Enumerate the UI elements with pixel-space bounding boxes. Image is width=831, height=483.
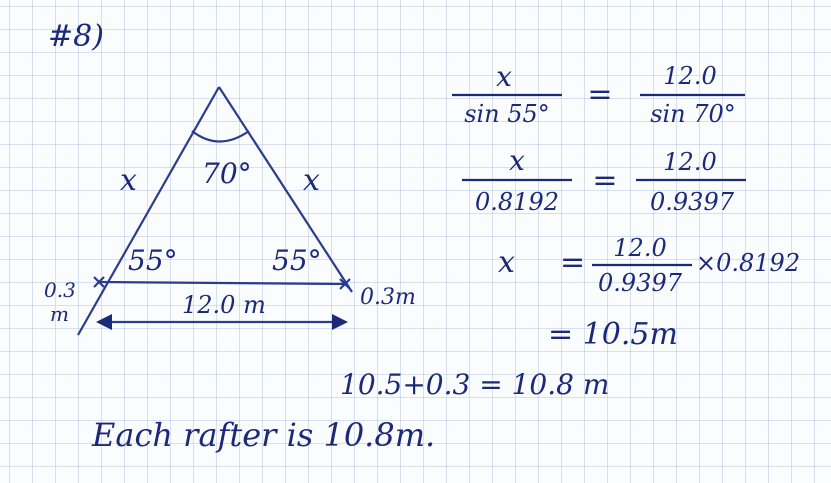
right-tick-mark-2: [339, 278, 351, 290]
equation-solve-x: x = 12.0 0.9397 ×0.8192: [498, 234, 800, 297]
right-overhang-label: 0.3m: [360, 285, 416, 310]
eq2-lhs-numerator: x: [509, 144, 525, 177]
left-tick-mark-2: [93, 276, 105, 288]
base-line: [98, 280, 347, 286]
eq3-equals: =: [560, 245, 585, 280]
eq3-numerator: 12.0: [613, 234, 666, 262]
apex-angle-label: 70°: [202, 157, 252, 190]
equation-sine-law: x sin 55° = 12.0 sin 70°: [452, 60, 745, 128]
conclusion-text: Each rafter is 10.8m.: [91, 416, 435, 454]
left-side-label: x: [120, 163, 137, 198]
eq2-equals: =: [592, 163, 617, 198]
eq1-rhs-denominator: sin 70°: [650, 100, 736, 128]
eq1-equals: =: [587, 77, 612, 112]
eq1-lhs-denominator: sin 55°: [464, 100, 550, 128]
eq3-multiplier: ×0.8192: [696, 249, 800, 277]
equation-substituted: x 0.8192 = 12.0 0.9397: [462, 144, 746, 216]
eq5-total-length: 10.5+0.3 = 10.8 m: [340, 368, 609, 401]
dimension-arrow-right-icon: [332, 314, 348, 330]
right-rafter-line: [218, 86, 353, 293]
left-overhang-unit: m: [50, 302, 69, 326]
right-base-angle-label: 55°: [272, 244, 322, 277]
left-rafter-line: [77, 86, 220, 336]
left-base-angle-label: 55°: [128, 244, 178, 277]
eq2-rhs-numerator: 12.0: [663, 148, 716, 176]
eq3-variable: x: [498, 245, 515, 280]
eq3-denominator: 0.9397: [598, 269, 683, 297]
eq1-rhs-numerator: 12.0: [663, 62, 716, 90]
eq1-lhs-numerator: x: [496, 60, 512, 93]
apex-angle-arc: [191, 130, 250, 143]
eq2-rhs-denominator: 0.9397: [650, 188, 735, 216]
problem-number: #8): [48, 19, 104, 54]
dimension-arrow-left-icon: [96, 314, 112, 330]
base-length-label: 12.0 m: [182, 291, 266, 319]
left-overhang-label: 0.3: [44, 278, 76, 302]
eq4-result: = 10.5m: [548, 317, 678, 352]
triangle-diagram: [77, 86, 353, 336]
eq2-lhs-denominator: 0.8192: [475, 188, 559, 216]
right-side-label: x: [303, 163, 320, 198]
